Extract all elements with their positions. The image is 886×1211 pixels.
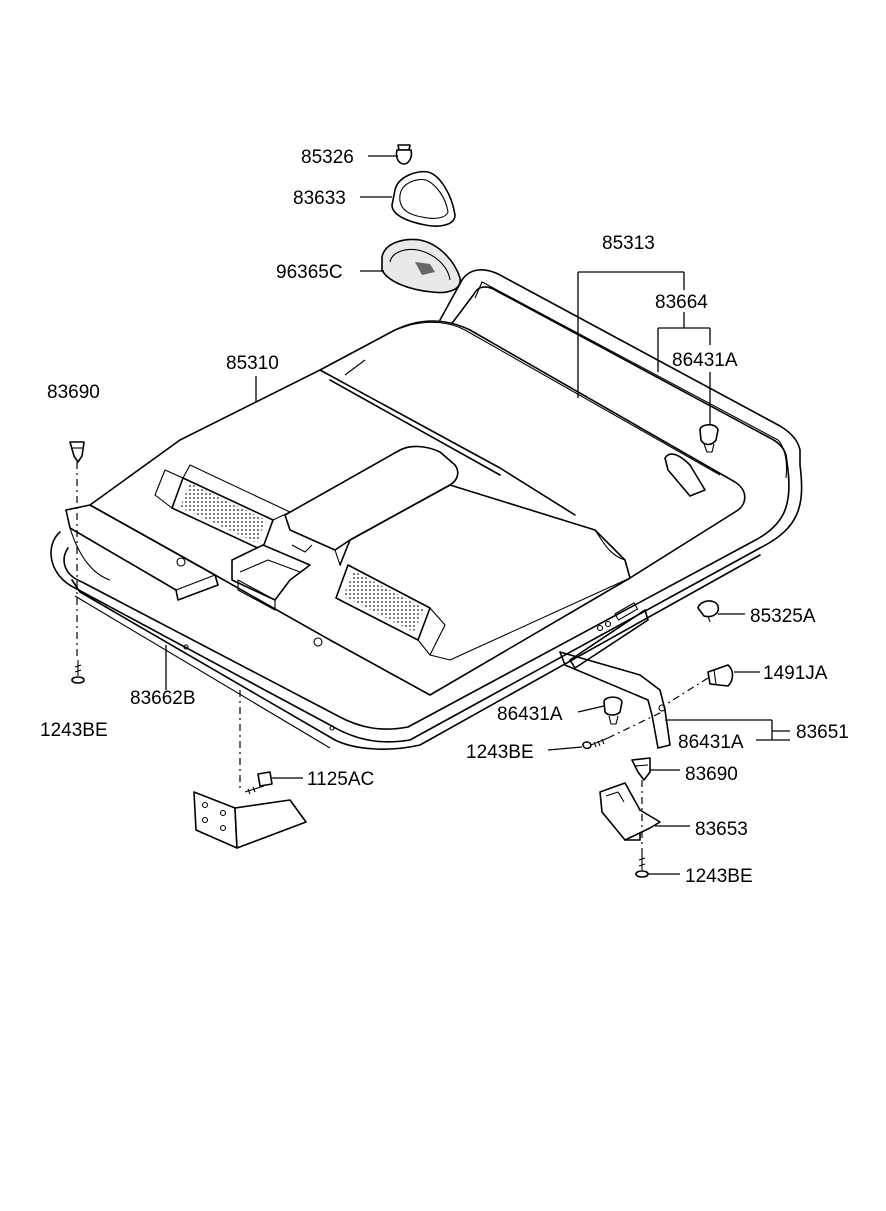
label-96365C: 96365C <box>276 262 343 283</box>
label-86431A-top: 86431A <box>672 350 738 371</box>
label-83653: 83653 <box>695 819 748 840</box>
screw-1243BE-mid <box>582 737 609 750</box>
label-83664: 83664 <box>655 292 708 313</box>
screw-85326 <box>395 144 413 165</box>
label-83690-left: 83690 <box>47 382 100 403</box>
bolt-1125AC <box>244 771 273 795</box>
label-1243BE-left: 1243BE <box>40 720 108 741</box>
lamp-lens-96365C <box>381 238 461 294</box>
label-85313: 85313 <box>602 233 655 254</box>
leader-lines <box>76 155 790 875</box>
label-85326: 85326 <box>301 147 354 168</box>
label-85325A: 85325A <box>750 606 816 627</box>
clip-85325A <box>697 600 720 623</box>
label-83690-right: 83690 <box>685 764 738 785</box>
label-1491JA: 1491JA <box>763 663 828 684</box>
label-1125AC: 1125AC <box>307 769 374 790</box>
label-83662B: 83662B <box>130 688 196 709</box>
bracket-1125AC <box>193 791 307 849</box>
label-83633: 83633 <box>293 188 346 209</box>
bracket-83653 <box>599 782 661 841</box>
headlining-assembly <box>50 269 803 750</box>
label-86431A-bot: 86431A <box>678 732 744 753</box>
label-86431A-mid: 86431A <box>497 704 563 725</box>
label-1243BE-right: 1243BE <box>685 866 753 887</box>
lens-ring-83633 <box>391 170 456 227</box>
label-85310: 85310 <box>226 353 279 374</box>
screw-1243BE-left <box>71 660 85 684</box>
clip-86431A-top <box>699 423 719 453</box>
clip-1491JA <box>707 664 734 687</box>
label-1243BE-mid: 1243BE <box>466 742 534 763</box>
clip-86431A-mid <box>603 696 623 725</box>
clip-83690-left <box>69 441 85 463</box>
clip-83690-right <box>631 757 651 781</box>
part-labels: 85326 83633 96365C 85313 83664 86431A 85… <box>40 147 849 887</box>
screw-1243BE-right <box>635 852 649 878</box>
label-83651: 83651 <box>796 722 849 743</box>
